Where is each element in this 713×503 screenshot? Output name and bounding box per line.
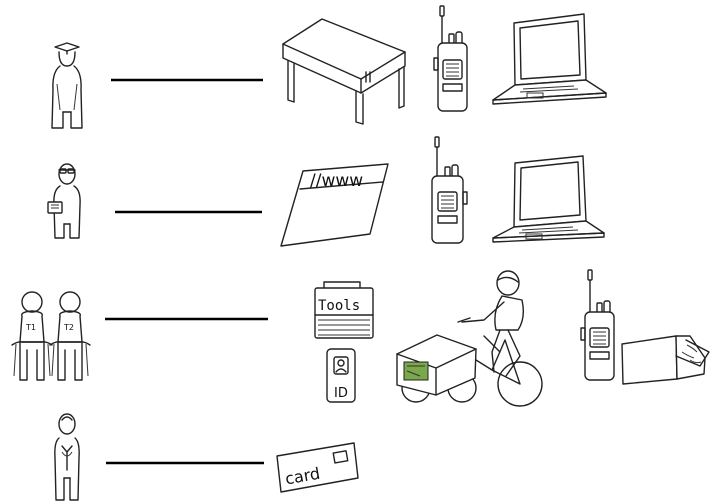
website-icon: //www (281, 164, 388, 246)
id-badge-icon: ID (327, 349, 355, 402)
laptop-icon (493, 156, 604, 242)
walkie-talkie-icon (581, 270, 614, 380)
id-badge-label: ID (334, 386, 348, 401)
website-label: //www (310, 171, 363, 191)
technician-t2-figure: T2 (50, 292, 90, 380)
toolbox-label: Tools (318, 298, 360, 314)
card-icon: card (277, 443, 358, 492)
laptop-icon (493, 14, 606, 104)
client-figure (55, 414, 79, 500)
graduate-figure (52, 43, 82, 128)
parcel-icon (622, 336, 709, 384)
technician-t1-label: T1 (25, 323, 36, 332)
technician-t1-figure: T1 (12, 292, 52, 380)
programmer-figure (48, 164, 80, 238)
cargo-bike-icon (397, 271, 542, 406)
table-icon (283, 19, 405, 124)
toolbox-icon: Tools (315, 282, 373, 338)
walkie-talkie-icon (434, 6, 467, 111)
technician-t2-label: T2 (63, 323, 74, 332)
walkie-talkie-icon (432, 137, 467, 243)
